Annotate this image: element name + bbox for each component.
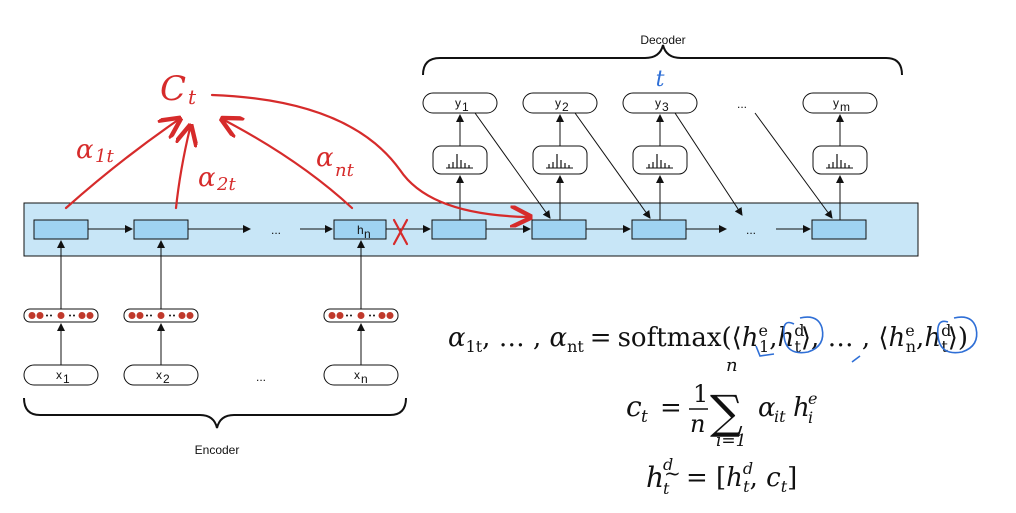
svg-text:h: h xyxy=(646,461,664,494)
output-ellipsis: ... xyxy=(737,97,747,111)
decoder-hidden-0 xyxy=(431,219,487,240)
alphan-arrow xyxy=(224,120,354,210)
encoder-embedding-1 xyxy=(23,308,99,323)
encoder-vertical-arrows xyxy=(57,240,365,365)
decoder-vertical-arrows xyxy=(456,114,844,220)
svg-text:t: t xyxy=(663,479,670,498)
svg-text:∑: ∑ xyxy=(710,385,743,439)
context-annotation: C xyxy=(160,69,186,109)
alpha1-annotation-sub: 1t xyxy=(95,146,114,167)
output-ym-sub: m xyxy=(840,100,850,114)
svg-text:~: ~ xyxy=(664,461,681,485)
softmax-box-3 xyxy=(632,145,688,175)
encoder-brace xyxy=(23,397,407,429)
decoder-hidden-1 xyxy=(531,219,587,240)
decoder-hidden-m xyxy=(811,219,867,240)
decoder-hidden-2 xyxy=(631,219,687,240)
svg-text:i=1: i=1 xyxy=(716,431,747,451)
svg-text:n: n xyxy=(690,410,705,438)
svg-text:α: α xyxy=(758,393,776,423)
alpha2-annotation: α xyxy=(198,163,216,193)
svg-text:d: d xyxy=(663,455,673,474)
softmax-box-m xyxy=(812,145,868,175)
input-x1-label: x xyxy=(56,368,62,382)
output-y1-label: y xyxy=(455,96,461,110)
encoder-embedding-2 xyxy=(123,308,199,323)
decoder-output-2 xyxy=(522,92,598,114)
output-y3-sub: 3 xyxy=(662,100,669,114)
encoder-hidden-2 xyxy=(133,219,189,240)
decoder-output-3 xyxy=(622,92,698,114)
hn-label: h xyxy=(357,223,364,237)
svg-text:[hdt, ct]: [hdt, ct] xyxy=(716,459,797,496)
alpha1-arrow xyxy=(64,120,178,210)
input-x1-sub: 1 xyxy=(63,372,70,386)
input-ellipsis: ... xyxy=(256,370,266,384)
equation-context-vector: c t = 1 n ∑ n i=1 α it h e i xyxy=(626,355,817,451)
svg-text:n: n xyxy=(726,355,738,376)
encoder-state-ellipsis: ... xyxy=(271,223,281,237)
attention-annotations xyxy=(64,93,528,246)
output-y3-label: y xyxy=(655,96,661,110)
decoder-title: Decoder xyxy=(640,33,685,47)
context-annotation-sub: t xyxy=(188,85,197,109)
svg-text:it: it xyxy=(774,407,786,426)
blue-pen-marks xyxy=(755,316,978,363)
input-x2-label: x xyxy=(156,368,162,382)
encoder-embedding-n xyxy=(323,308,399,323)
encoder-hidden-1 xyxy=(33,219,89,240)
output-y2-sub: 2 xyxy=(562,100,569,114)
context-to-decoder-arrow xyxy=(210,93,528,217)
svg-text:1: 1 xyxy=(693,380,708,408)
svg-text:h: h xyxy=(793,393,810,423)
alpha2-annotation-sub: 2t xyxy=(216,174,236,195)
output-ym-label: y xyxy=(833,96,839,110)
input-xn-label: x xyxy=(354,368,360,382)
svg-text:=: = xyxy=(686,463,708,493)
alpha1-annotation: α xyxy=(76,135,94,165)
svg-text:i: i xyxy=(808,408,813,427)
decoder-brace xyxy=(422,44,903,76)
svg-text:c: c xyxy=(626,390,642,423)
input-x2-sub: 2 xyxy=(163,372,170,386)
output-y2-label: y xyxy=(555,96,561,110)
decoder-output-1 xyxy=(422,92,498,114)
input-xn-sub: n xyxy=(361,372,368,386)
feedback-arrows xyxy=(474,112,833,219)
time-step-annotation: t xyxy=(656,67,665,92)
cut-mark xyxy=(392,218,409,246)
svg-text:t: t xyxy=(641,407,648,427)
output-y1-sub: 1 xyxy=(462,100,469,114)
encoder-title: Encoder xyxy=(195,443,240,457)
alpha2-arrow xyxy=(174,128,190,210)
decoder-state-ellipsis: ... xyxy=(746,223,756,237)
alphan-annotation: α xyxy=(316,143,334,173)
decoder-output-m xyxy=(802,92,878,114)
svg-text:e: e xyxy=(808,389,817,408)
svg-text:=: = xyxy=(660,393,682,423)
softmax-box-1 xyxy=(432,145,488,175)
hn-subscript: n xyxy=(364,227,371,241)
svg-text:α1t, … , αnt=softmax(⟨he1,hdt⟩: α1t, … , αnt=softmax(⟨he1,hdt⟩, … , ⟨hen… xyxy=(448,321,968,356)
softmax-box-2 xyxy=(532,145,588,175)
alphan-annotation-sub: nt xyxy=(335,160,355,181)
